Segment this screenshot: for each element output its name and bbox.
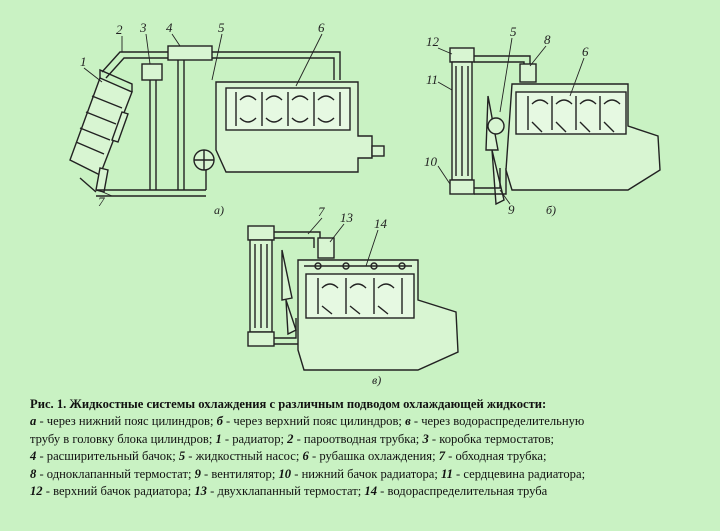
text: - одноклапанный термостат; (36, 466, 195, 481)
key: 7 (438, 449, 446, 464)
label-a-4: 4 (166, 20, 173, 35)
text: - жидкостный насос; (185, 449, 303, 464)
caption-line-2: трубу в головку блока цилиндров; 1 - рад… (30, 431, 710, 448)
key: б (216, 414, 223, 429)
sublabel-a: а) (214, 203, 224, 217)
text: - вентилятор; (200, 466, 279, 481)
text: - радиатор; (221, 431, 288, 446)
label-a-6: 6 (318, 20, 325, 35)
text: - рубашка охлаждения; (308, 449, 439, 464)
text: трубу в головку блока цилиндров; (30, 431, 216, 446)
key: 10 (278, 466, 292, 481)
key: 3 (422, 431, 429, 446)
label-a-2: 2 (116, 22, 123, 37)
label-b-9: 9 (508, 202, 515, 217)
label-a-7: 7 (98, 194, 105, 209)
key: 6 (302, 449, 309, 464)
key: а (30, 414, 37, 429)
text: - пароотводная трубка; (293, 431, 423, 446)
diagram-c (247, 225, 459, 371)
key: 9 (194, 466, 201, 481)
label-c-7: 7 (318, 204, 325, 219)
caption-line-1: а - через нижний пояс цилиндров; б - чер… (30, 413, 710, 430)
key: 14 (364, 484, 377, 499)
text: - обходная трубка; (445, 449, 547, 464)
caption-line-4: 8 - одноклапанный термостат; 9 - вентиля… (30, 466, 710, 483)
key: 11 (440, 466, 453, 481)
caption-line-3: 4 - расширительный бачок; 5 - жидкостный… (30, 448, 710, 465)
label-c-14: 14 (374, 216, 388, 231)
label-b-8: 8 (544, 32, 551, 47)
text: - верхний бачок радиатора; (42, 484, 195, 499)
key: 8 (30, 466, 37, 481)
diagram-b (449, 47, 661, 206)
label-a-5: 5 (218, 20, 225, 35)
text: - водораспределительная труба (377, 484, 548, 499)
key: в (405, 414, 411, 429)
sublabel-b: б) (546, 203, 556, 217)
caption-line-5: 12 - верхний бачок радиатора; 13 - двухк… (30, 483, 710, 500)
text: - нижний бачок радиатора; (291, 466, 441, 481)
key: 5 (178, 449, 186, 464)
key: 1 (215, 431, 222, 446)
sublabel-c: в) (372, 373, 381, 387)
diagram-a (69, 45, 385, 197)
figure-caption: Рис. 1. Жидкостные системы охлаждения с … (30, 396, 710, 500)
key: 13 (194, 484, 207, 499)
text: - сердцевина радиатора; (452, 466, 586, 481)
text: - коробка термостатов; (428, 431, 555, 446)
label-b-11: 11 (426, 72, 438, 87)
caption-title: Рис. 1. Жидкостные системы охлаждения с … (30, 397, 547, 411)
key: 12 (30, 484, 43, 499)
label-a-3: 3 (139, 20, 147, 35)
label-b-10: 10 (424, 154, 438, 169)
label-c-13: 13 (340, 210, 354, 225)
text: - двухклапанный термостат; (206, 484, 365, 499)
text: - через нижний пояс цилиндров; (36, 414, 217, 429)
engine-block-b (505, 83, 661, 191)
label-a-1: 1 (80, 54, 87, 69)
engine-block-a (215, 81, 385, 173)
label-b-5: 5 (510, 24, 517, 39)
label-b-12: 12 (426, 34, 440, 49)
key: 4 (30, 449, 37, 464)
label-b-6: 6 (582, 44, 589, 59)
cooling-systems-diagram: 1 2 3 4 5 6 7 а) 12 11 10 5 8 6 9 б) 7 1… (69, 20, 661, 387)
text: - через водораспределительную (410, 414, 585, 429)
radiator-a (69, 68, 133, 176)
key: 2 (287, 431, 294, 446)
text: - расширительный бачок; (36, 449, 179, 464)
text: - через верхний пояс цилиндров; (222, 414, 406, 429)
engine-block-c (297, 259, 459, 371)
